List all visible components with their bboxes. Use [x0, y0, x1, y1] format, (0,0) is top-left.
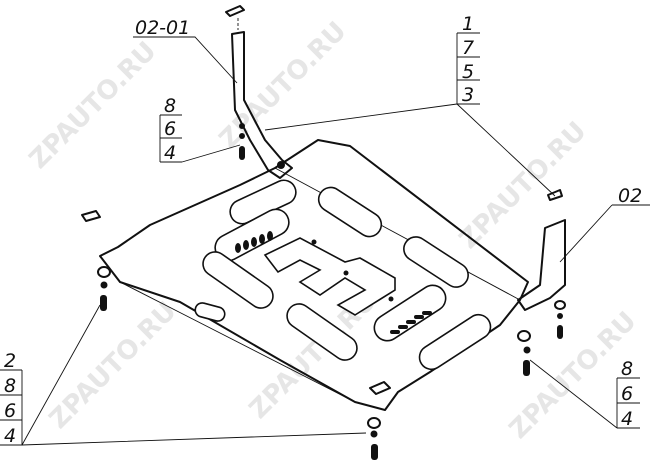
- callout-bl-6: 6: [4, 400, 16, 422]
- callout-02: 02: [618, 185, 642, 207]
- watermark: ZPAUTO.RU: [24, 36, 163, 175]
- callout-bl-4: 4: [4, 425, 16, 447]
- callout-02-01: 02-01: [135, 17, 190, 39]
- fasteners: [81, 123, 566, 460]
- callout-top-7: 7: [462, 37, 474, 59]
- skid-plate: [99, 139, 529, 411]
- callout-br-6: 6: [621, 383, 633, 405]
- bracket-02-01: [225, 5, 293, 179]
- callout-left-8: 8: [164, 95, 176, 117]
- bracket-02: [517, 189, 566, 311]
- watermark: ZPAUTO.RU: [454, 116, 593, 255]
- callout-labels: 02-01 02 1 7 5 3 8 6 4 2 8 6 4 8 6 4: [4, 13, 642, 447]
- watermarks: ZPAUTO.RU ZPAUTO.RU ZPAUTO.RU ZPAUTO.RU …: [24, 16, 643, 445]
- callout-br-4: 4: [621, 408, 633, 430]
- callout-top-3: 3: [462, 84, 474, 106]
- watermark: ZPAUTO.RU: [44, 296, 183, 435]
- callout-bl-2: 2: [4, 350, 16, 372]
- callout-left-6: 6: [164, 118, 176, 140]
- callout-bl-8: 8: [4, 375, 16, 397]
- callout-top-1: 1: [462, 13, 474, 35]
- callout-left-4: 4: [164, 142, 176, 164]
- callout-br-8: 8: [621, 358, 633, 380]
- leader-lines: [0, 32, 650, 446]
- stiffening-ribs: [194, 179, 492, 371]
- callout-top-5: 5: [462, 61, 474, 83]
